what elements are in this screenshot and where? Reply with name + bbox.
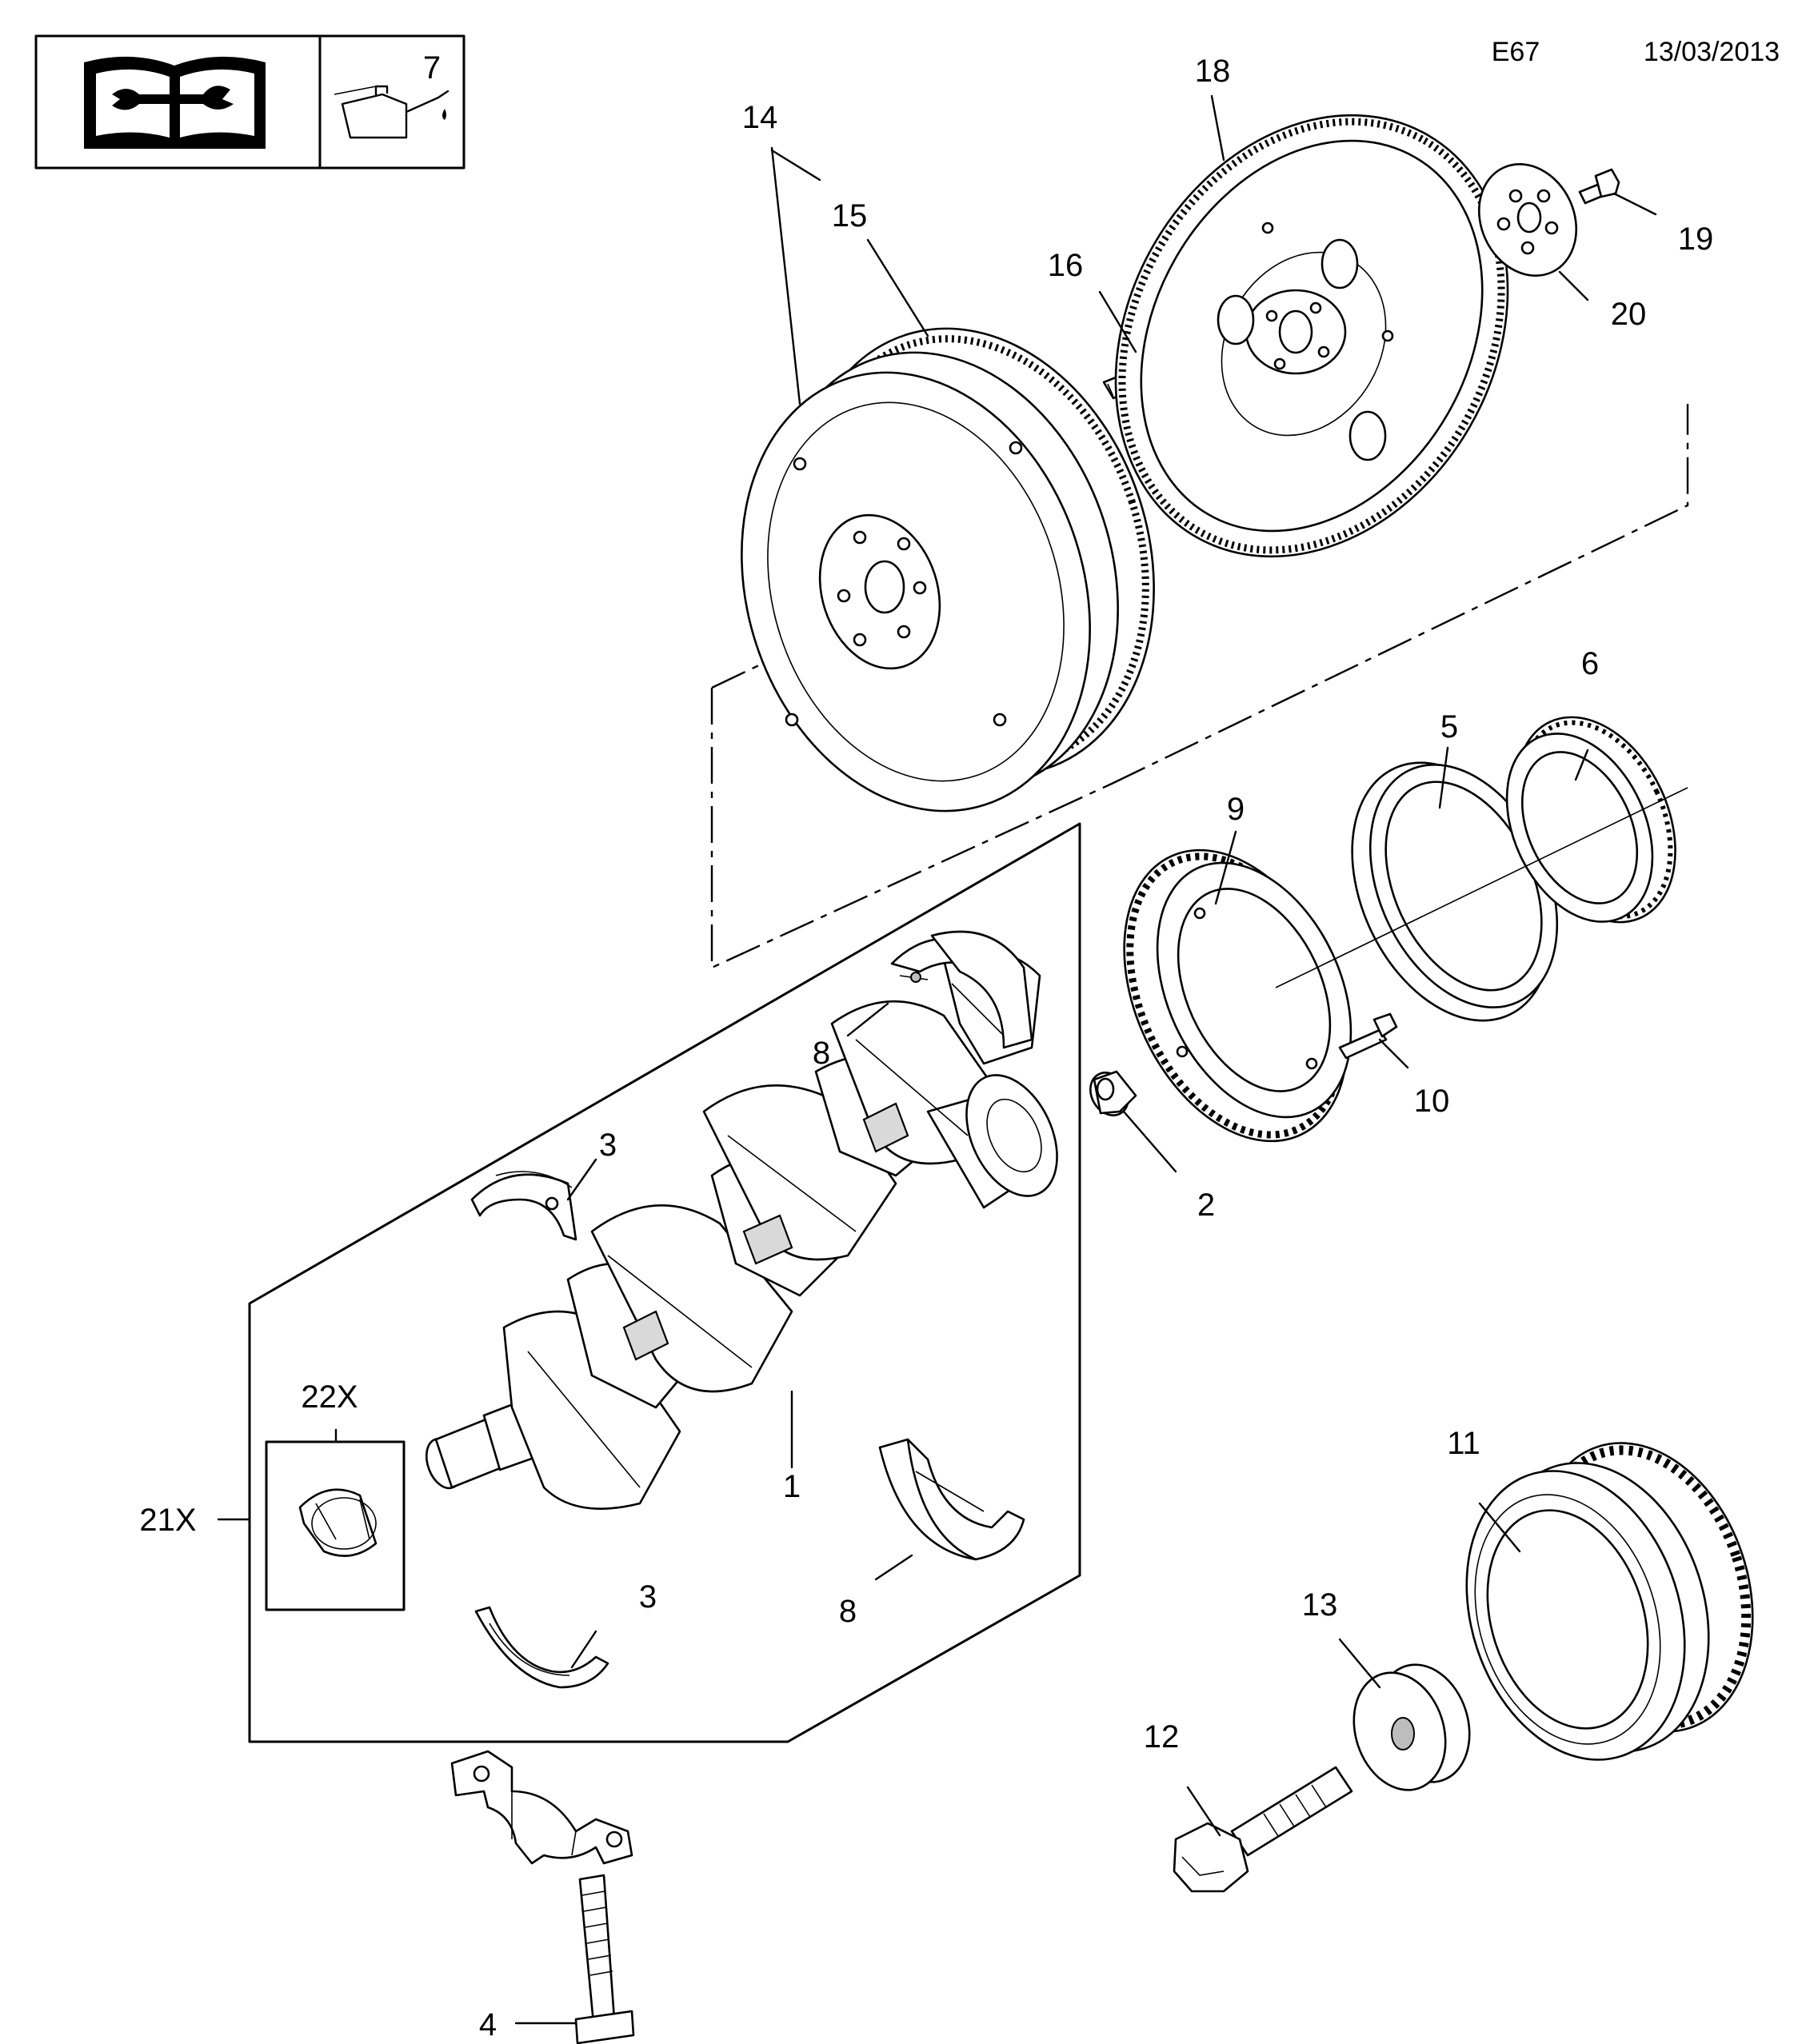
service-manual-icon	[84, 56, 266, 149]
callout-18: 18	[1195, 54, 1231, 89]
oil-can-icon	[334, 85, 450, 139]
plate-bolt	[1578, 168, 1620, 205]
callout-3-lower: 3	[639, 1579, 657, 1615]
callout-1: 1	[783, 1469, 801, 1504]
flex-plate	[1114, 114, 1509, 558]
callout-6: 6	[1581, 646, 1599, 681]
thrust-bearing-lower	[474, 1606, 609, 1689]
seal-ring	[1351, 761, 1559, 1022]
callout-9: 9	[1227, 792, 1245, 827]
rear-oil-seal	[1505, 716, 1676, 924]
callout-15: 15	[832, 198, 868, 234]
callout-8-lower: 8	[839, 1594, 857, 1629]
callout-3-upper: 3	[599, 1128, 617, 1163]
callout-19: 19	[1678, 222, 1714, 257]
main-bearing-lower	[878, 1438, 1025, 1561]
info-box: 7	[34, 34, 465, 170]
catalog-date: 13/03/2013	[1644, 37, 1780, 67]
callout-12: 12	[1144, 1719, 1180, 1755]
crankshaft-kit-outline	[248, 822, 1081, 1743]
callout-10: 10	[1414, 1084, 1450, 1119]
main-bearing-upper	[890, 930, 1033, 1049]
info-box-number: 7	[423, 50, 441, 86]
catalog-code: E67	[1492, 37, 1540, 67]
bearing-cap-bolt	[574, 1874, 635, 2044]
callout-2: 2	[1197, 1188, 1215, 1223]
part-axis	[1275, 787, 1688, 988]
callout-14: 14	[742, 100, 778, 135]
pulley-washer	[1353, 1663, 1471, 1791]
dual-mass-flywheel	[741, 327, 1155, 812]
callout-8-upper: 8	[813, 1036, 830, 1071]
bolt-washer-plate	[1477, 162, 1578, 277]
pilot-bush	[1089, 1070, 1137, 1116]
leader-lines	[217, 94, 1657, 2025]
callout-11: 11	[1447, 1426, 1480, 1461]
thrust-bearing-upper	[470, 1171, 577, 1241]
callout-labels: 14 15 16 18 19 20 6 5 9 10 2 8 3 1 22X 2…	[139, 54, 1713, 2042]
main-bearing-cap	[450, 1750, 633, 1865]
reluctor-screw	[1338, 1012, 1398, 1060]
callout-16: 16	[1048, 248, 1084, 283]
callout-20: 20	[1611, 297, 1647, 332]
callout-22x: 22X	[301, 1379, 358, 1415]
callout-13: 13	[1302, 1587, 1338, 1623]
small-end-bushing-box	[265, 1440, 406, 1611]
crankshaft-pulley	[1465, 1442, 1754, 1761]
pulley-bolt	[1173, 1766, 1353, 1893]
callout-4: 4	[479, 2007, 497, 2042]
crankshaft	[425, 949, 1058, 1510]
callout-5: 5	[1440, 709, 1458, 745]
reluctor-ring	[1123, 848, 1353, 1143]
callout-21x: 21X	[139, 1503, 196, 1538]
